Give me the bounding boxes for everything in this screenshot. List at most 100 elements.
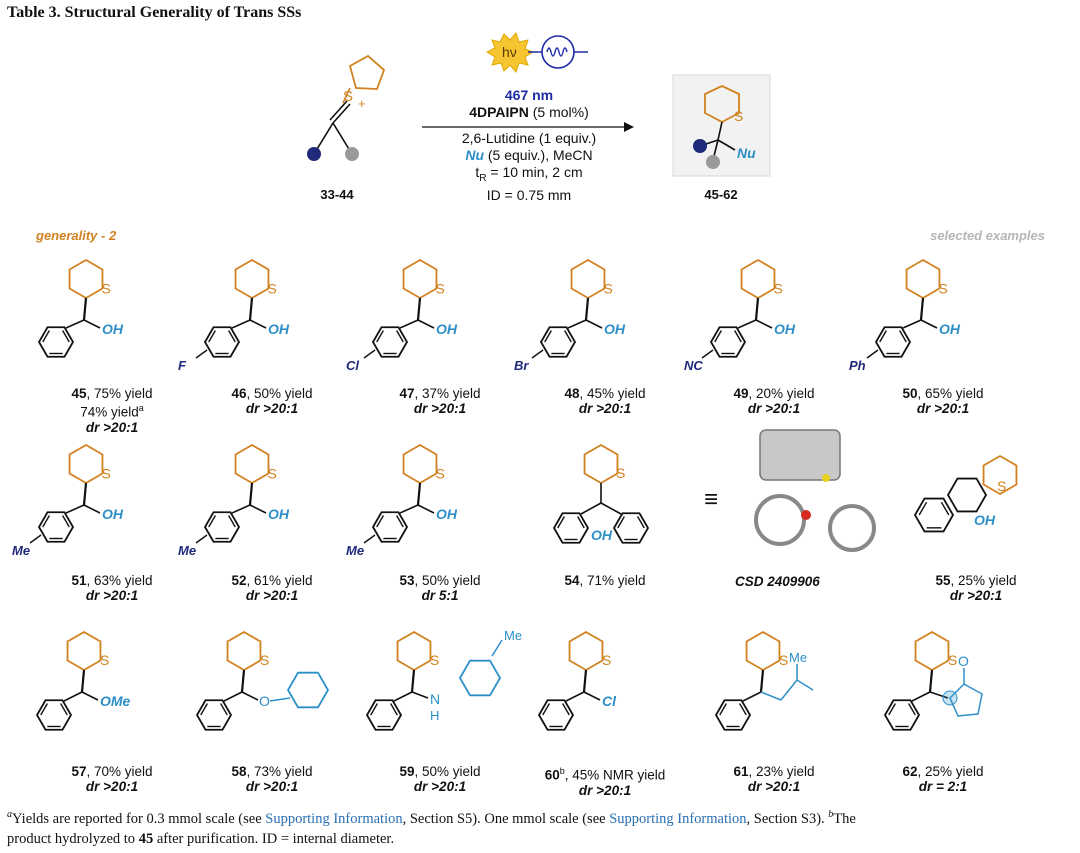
diastereomeric-ratio: dr >20:1 <box>949 588 1003 603</box>
compound-number: 58 <box>231 764 247 779</box>
nucleophile-group: OH <box>436 321 458 337</box>
compound-number: 55 <box>935 573 951 588</box>
structures-layer: SOHSOHFSOHClSOHBrSOHNCSOHPhSOHMeSOHMeSOH… <box>12 258 1018 731</box>
aryl-substituent: Br <box>514 358 529 373</box>
ether-oxygen: O <box>259 693 270 709</box>
start-label: 33-44 <box>320 187 354 202</box>
equivalence-sign: ≡ <box>704 486 719 513</box>
product-structure: S Nu <box>693 85 756 169</box>
thiane-s-atom: S <box>604 281 613 297</box>
aryl-substituent: Cl <box>346 358 359 373</box>
si-link-1[interactable]: Supporting Information <box>265 810 403 827</box>
compound-caption-54: 54, 71% yield <box>520 573 690 588</box>
thiane-s-atom: S <box>997 478 1006 494</box>
thiane-s-atom: S <box>948 652 957 668</box>
diastereomeric-ratio: dr >20:1 <box>747 779 801 794</box>
diastereomeric-ratio: dr = 2:1 <box>918 779 968 794</box>
nucleophile-group: OH <box>939 321 961 337</box>
thiane-s-atom: S <box>102 281 111 297</box>
si-link-2[interactable]: Supporting Information <box>609 810 747 827</box>
nucleophile-group: OH <box>436 506 458 522</box>
compound-yield: , 20% yield <box>748 386 815 401</box>
diastereomeric-ratio: dr >20:1 <box>245 588 299 603</box>
compound-yield: , 50% yield <box>414 573 481 588</box>
diastereomeric-ratio: dr >20:1 <box>85 779 139 794</box>
diastereomeric-ratio: dr >20:1 <box>245 401 299 416</box>
hydroxyl-group: OH <box>974 512 996 528</box>
compound-yield: , 50% yield <box>246 386 313 401</box>
compound-number: 54 <box>564 573 580 588</box>
aryl-substituent: Me <box>12 543 30 558</box>
diastereomeric-ratio: dr >20:1 <box>578 782 632 798</box>
ketone-oxygen: O <box>958 653 969 669</box>
compound-number: 60 <box>544 767 560 783</box>
amine-hydrogen: H <box>430 708 439 723</box>
compound-number: 46 <box>231 386 247 401</box>
thiane-s-atom: S <box>100 652 109 668</box>
aryl-substituent: Ph <box>849 358 866 373</box>
compound-number: 53 <box>399 573 415 588</box>
diastereomeric-ratio: dr 5:1 <box>421 588 459 603</box>
compound-yield: , 25% yield <box>917 764 984 779</box>
nucleophile-group: OH <box>102 321 124 337</box>
diastereomeric-ratio: dr >20:1 <box>413 401 467 416</box>
compound-yield: , 63% yield <box>86 573 153 588</box>
footnote: aYields are reported for 0.3 mmol scale … <box>7 809 856 847</box>
table-title: Table 3. Structural Generality of Trans … <box>7 4 302 21</box>
compound-yield: , 73% yield <box>246 764 313 779</box>
svg-text:hν: hν <box>502 44 517 60</box>
compound-number: 61 <box>733 764 749 779</box>
flow-reactor-icon <box>528 35 588 69</box>
compound-yield: , 70% yield <box>86 764 153 779</box>
reaction-scheme: S + hν S Nu <box>307 32 771 177</box>
compound-yield: , 45% yield <box>579 386 646 401</box>
compound-number: 45 <box>71 386 87 401</box>
compound-yield: , 37% yield <box>414 386 481 401</box>
aryl-substituent: NC <box>684 358 703 373</box>
thiane-s-atom: S <box>268 466 277 482</box>
compound-yield: , 50% yield <box>414 764 481 779</box>
compound-yield: , 65% yield <box>917 386 984 401</box>
compound-number: 57 <box>71 764 87 779</box>
section-generality: generality - 2 <box>33 228 120 243</box>
compound-yield: , 71% yield <box>579 573 646 588</box>
compound-number: 62 <box>902 764 918 779</box>
thiane-s-atom: S <box>774 281 783 297</box>
aryl-substituent: F <box>178 358 187 373</box>
diastereomeric-ratio: dr >20:1 <box>916 401 970 416</box>
compound-number: 51 <box>71 573 87 588</box>
compound-number: 50 <box>902 386 918 401</box>
compound-yield: , 61% yield <box>246 573 313 588</box>
thiane-s-atom: S <box>430 652 439 668</box>
diastereomeric-ratio: dr >20:1 <box>578 401 632 416</box>
nucleophile-group: OH <box>102 506 124 522</box>
crystal-label: CSD 2409906 <box>735 574 820 589</box>
thiane-s-atom: S <box>436 281 445 297</box>
thiane-s-atom: S <box>616 465 625 481</box>
compound-number: 49 <box>733 386 749 401</box>
compound-number: 52 <box>231 573 247 588</box>
compound-number: 47 <box>399 386 415 401</box>
thiane-s-atom: S <box>779 652 788 668</box>
crystal-structure <box>759 429 841 481</box>
section-selected: selected examples <box>927 228 1048 243</box>
nucleophile-group: OH <box>774 321 796 337</box>
nucleophile-group: OH <box>604 321 626 337</box>
diastereomeric-ratio: dr >20:1 <box>85 588 139 603</box>
sulfonium-s: S <box>343 88 353 105</box>
thiane-s-atom: S <box>260 652 269 668</box>
methoxy-group: OMe <box>100 693 131 709</box>
diastereomeric-ratio: dr >20:1 <box>85 419 139 435</box>
